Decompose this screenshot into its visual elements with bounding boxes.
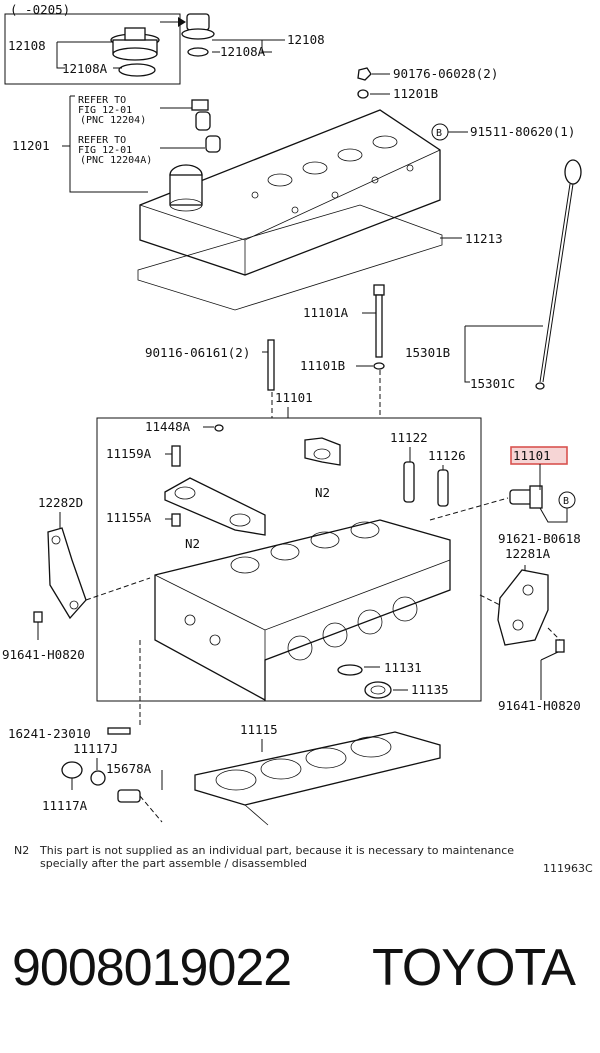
- bolt-90176: [357, 67, 372, 99]
- label-11101A: 11101A: [303, 305, 349, 320]
- label-12108-right: 12108: [287, 32, 325, 47]
- label-91621: 91621-B0618: [498, 531, 581, 546]
- brand-name: TOYOTA: [372, 939, 576, 997]
- footer: 9008019022 TOYOTA: [0, 930, 600, 1040]
- head-gasket-drawing: [194, 731, 441, 826]
- label-15301B: 15301B: [405, 345, 450, 360]
- note-line1: This part is not supplied as an individu…: [39, 844, 514, 857]
- label-11213: 11213: [465, 231, 503, 246]
- header-range: ( -0205): [10, 2, 70, 17]
- plug-drawing: [61, 761, 163, 823]
- label-12281A: 12281A: [505, 546, 551, 561]
- note-line2: specially after the part assemble / disa…: [40, 857, 307, 870]
- label-12282D: 12282D: [38, 495, 83, 510]
- label-12108A-left: 12108A: [62, 61, 108, 76]
- bearing-cap-drawing: [164, 437, 341, 536]
- refer2-line3: (PNC 12204A): [80, 155, 152, 166]
- figure-code: 111963C: [543, 862, 593, 875]
- label-11101-highlight: 11101: [513, 448, 551, 463]
- head-bolt-drawing: [373, 284, 385, 370]
- parts-diagram: ( -0205) 12108 12108A 12108A 12108 90176…: [2, 2, 593, 875]
- inset-box: ( -0205) 12108 12108A: [4, 2, 186, 85]
- label-90116: 90116-06161(2): [145, 345, 250, 360]
- oil-filler-cap-drawing: [110, 27, 160, 77]
- refer1-line1: REFER TO: [78, 95, 126, 106]
- dipstick-drawing: [535, 159, 582, 390]
- label-11448A: 11448A: [145, 419, 191, 434]
- label-15678A: 15678A: [106, 761, 152, 776]
- cam-sensor-drawing: [509, 485, 543, 509]
- cylinder-head-drawing: [154, 519, 451, 702]
- label-15301C: 15301C: [470, 376, 515, 391]
- refer1-line2: FIG 12-01: [78, 105, 132, 116]
- label-12108-left: 12108: [8, 38, 46, 53]
- engine-hanger-right-drawing: [497, 569, 549, 646]
- label-n2-b: N2: [185, 536, 200, 551]
- label-11201B: 11201B: [393, 86, 438, 101]
- label-11117J: 11117J: [73, 741, 118, 756]
- note-prefix: N2: [14, 844, 29, 857]
- label-11131: 11131: [384, 660, 422, 675]
- circle-b-top: B: [436, 128, 442, 139]
- part-number: 9008019022: [12, 939, 292, 997]
- label-91641-right: 91641-H0820: [498, 698, 581, 713]
- label-12108A-right: 12108A: [220, 44, 266, 59]
- label-11135: 11135: [411, 682, 449, 697]
- refer2-line1: REFER TO: [78, 135, 126, 146]
- label-11201: 11201: [12, 138, 50, 153]
- refer1-line3: (PNC 12204): [80, 115, 146, 126]
- label-11117A: 11117A: [42, 798, 88, 813]
- oil-cap-drawing: [181, 13, 215, 57]
- pcv-valve-drawing: [191, 99, 221, 153]
- label-11101B: 11101B: [300, 358, 345, 373]
- label-90176: 90176-06028(2): [393, 66, 498, 81]
- cylinder-head-box: [96, 417, 482, 702]
- valve-guide-drawing: [403, 461, 449, 507]
- highlight-box: [510, 446, 568, 465]
- refer2-line2: FIG 12-01: [78, 145, 132, 156]
- label-11155A: 11155A: [106, 510, 152, 525]
- label-n2-a: N2: [315, 485, 330, 500]
- label-11101: 11101: [275, 390, 313, 405]
- label-11126: 11126: [428, 448, 466, 463]
- label-91511: 91511-80620(1): [470, 124, 575, 139]
- label-16241: 16241-23010: [8, 726, 91, 741]
- label-11159A: 11159A: [106, 446, 152, 461]
- engine-hanger-left-drawing: [47, 527, 87, 620]
- label-91641-left: 91641-H0820: [2, 647, 85, 662]
- label-11122: 11122: [390, 430, 428, 445]
- cylinder-head-cover-drawing: [139, 109, 441, 276]
- circle-b-bottom: B: [563, 496, 569, 507]
- label-11115: 11115: [240, 722, 278, 737]
